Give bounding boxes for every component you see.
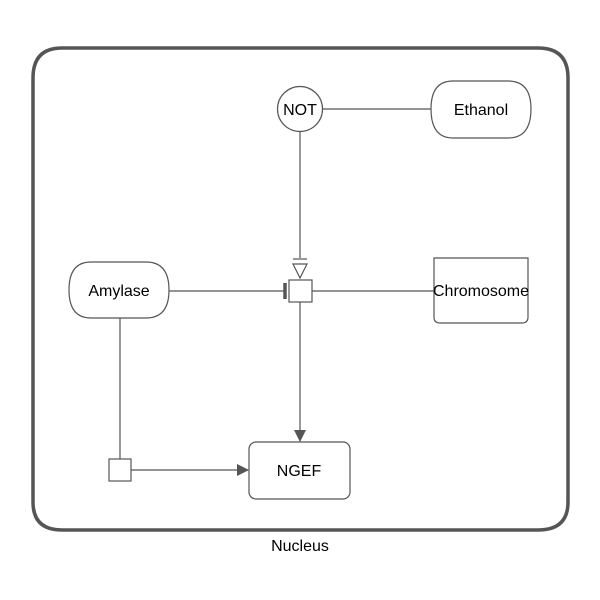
compartment-nucleus[interactable] xyxy=(31,46,570,532)
node-ngef[interactable]: NGEF xyxy=(248,441,351,500)
edges xyxy=(119,108,434,476)
node-amylase[interactable]: Amylase xyxy=(68,261,170,319)
node-amylase-label: Amylase xyxy=(88,283,149,300)
node-ethanol-label: Ethanol xyxy=(454,102,508,119)
node-chromosome-label: Chromosome xyxy=(433,283,529,300)
node-ngef-label: NGEF xyxy=(277,463,322,480)
process-node[interactable] xyxy=(288,279,313,303)
not-operator-label: NOT xyxy=(283,102,317,119)
process-node-2[interactable] xyxy=(108,458,132,482)
not-operator[interactable]: NOT xyxy=(276,85,324,133)
necessary-stimulation-head xyxy=(292,263,308,280)
compartment-label: Nucleus xyxy=(271,538,329,555)
node-chromosome[interactable]: Chromosome xyxy=(433,257,529,324)
node-ethanol[interactable]: Ethanol xyxy=(430,80,532,139)
